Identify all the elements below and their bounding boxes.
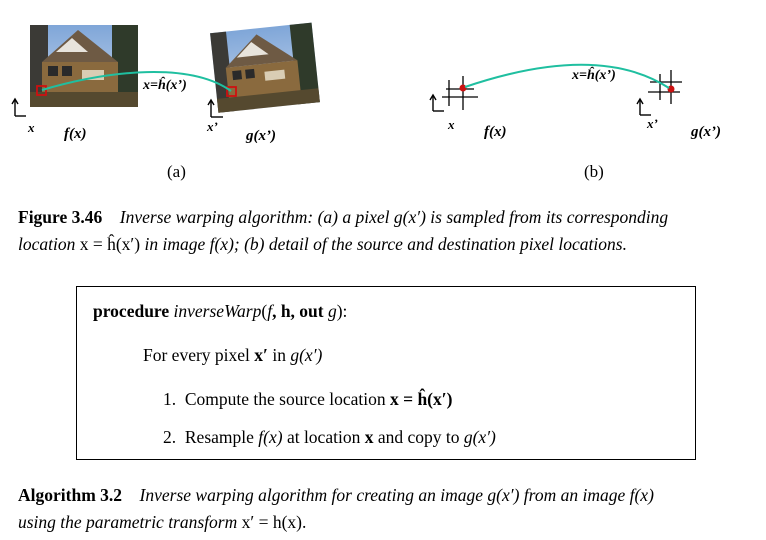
- caption-text-3: location: [18, 234, 80, 254]
- step-2: 2. Resample f(x) at location x and copy …: [163, 427, 496, 448]
- step-2-math-c: g(x′): [463, 427, 496, 447]
- figure-number: Figure 3.46: [18, 207, 103, 227]
- panel-label-a: (a): [167, 162, 186, 181]
- panel-label-b: (b): [584, 162, 604, 181]
- arg-h: , h,: [272, 301, 300, 321]
- dest-axis-label-a: x’: [207, 119, 218, 134]
- caption-math-2: x = ĥ(x′): [79, 234, 141, 254]
- algo-caption-text-4: .: [301, 512, 307, 532]
- caption-text-5: ; (b) detail of the source and destinati…: [233, 234, 627, 254]
- dest-image-label-b: g(x’): [691, 124, 721, 140]
- procedure-keyword: procedure: [93, 301, 170, 321]
- procedure-args-close: ):: [336, 301, 348, 321]
- caption-text-1: Inverse warping algorithm: (a) a pixel: [119, 207, 394, 227]
- source-image-label-a: f(x): [64, 126, 87, 142]
- algorithm-number: Algorithm 3.2: [18, 485, 123, 505]
- algorithm-box: procedure inverseWarp(f, h, out g): For …: [76, 286, 696, 460]
- algo-caption-text-2: from an image: [519, 485, 630, 505]
- dest-axes-a: [207, 98, 223, 118]
- step-2-math-a: f(x): [258, 427, 283, 447]
- caption-text-4: in image: [140, 234, 210, 254]
- caption-math-1: g(x′): [393, 207, 426, 227]
- source-axes-b: [429, 93, 444, 112]
- step-2-text-a: Resample: [184, 427, 259, 447]
- source-axes-a: [11, 97, 26, 117]
- dest-pixel-grid: [648, 70, 682, 104]
- arg-g: g: [327, 301, 337, 321]
- source-pixel-dot: [459, 84, 467, 92]
- loop-in: in: [267, 345, 291, 365]
- figure-caption: Figure 3.46 Inverse warping algorithm: (…: [18, 204, 758, 258]
- dest-axes-b: [636, 97, 651, 116]
- warp-curve-b: [464, 63, 670, 89]
- warp-curve-a: [41, 71, 232, 92]
- algo-caption-text-1: Inverse warping algorithm for creating a…: [139, 485, 488, 505]
- step-1-number: 1.: [163, 389, 177, 409]
- loop-line: For every pixel x′ in g(x′): [143, 345, 322, 366]
- formula-label-a: x=ĥ(x’): [143, 78, 187, 93]
- loop-math-2: g(x′): [290, 345, 323, 365]
- step-1-text: Compute the source location: [184, 389, 390, 409]
- dest-axis-label-b: x’: [647, 116, 658, 131]
- step-1: 1. Compute the source location x = ĥ(x′): [163, 389, 453, 410]
- step-1-math: x = ĥ(x′): [389, 389, 453, 409]
- step-2-text-c: and copy to: [373, 427, 464, 447]
- step-2-number: 2.: [163, 427, 177, 447]
- arg-f: f: [267, 301, 273, 321]
- procedure-name: inverseWarp: [173, 301, 262, 321]
- caption-text-2: is sampled from its corresponding: [425, 207, 669, 227]
- destination-pixel-marker: [226, 86, 237, 97]
- loop-text: For every pixel: [143, 345, 255, 365]
- formula-label-b: x=ĥ(x’): [572, 68, 616, 83]
- destination-house-photo: [210, 22, 320, 113]
- loop-math-1: x′: [254, 345, 268, 365]
- source-pixel-marker: [36, 85, 47, 96]
- algo-caption-math-1: g(x′): [487, 485, 520, 505]
- procedure-args-open: (: [261, 301, 268, 321]
- caption-math-3: f(x): [209, 234, 234, 254]
- source-image-label-b: f(x): [484, 124, 507, 140]
- step-2-math-b: x: [364, 427, 374, 447]
- procedure-line: procedure inverseWarp(f, h, out g):: [93, 301, 347, 322]
- algo-caption-text-3: using the parametric transform: [18, 512, 242, 532]
- out-keyword: out: [299, 301, 324, 321]
- dest-image-label-a: g(x’): [246, 128, 276, 144]
- source-axis-label-b: x: [448, 117, 455, 132]
- algo-caption-math-2: f(x): [629, 485, 654, 505]
- algorithm-caption: Algorithm 3.2 Inverse warping algorithm …: [18, 482, 758, 536]
- algo-caption-math-3: x′ = h(x): [241, 512, 302, 532]
- source-axis-label-a: x: [28, 120, 35, 135]
- source-pixel-grid: [442, 76, 478, 110]
- step-2-text-b: at location: [282, 427, 365, 447]
